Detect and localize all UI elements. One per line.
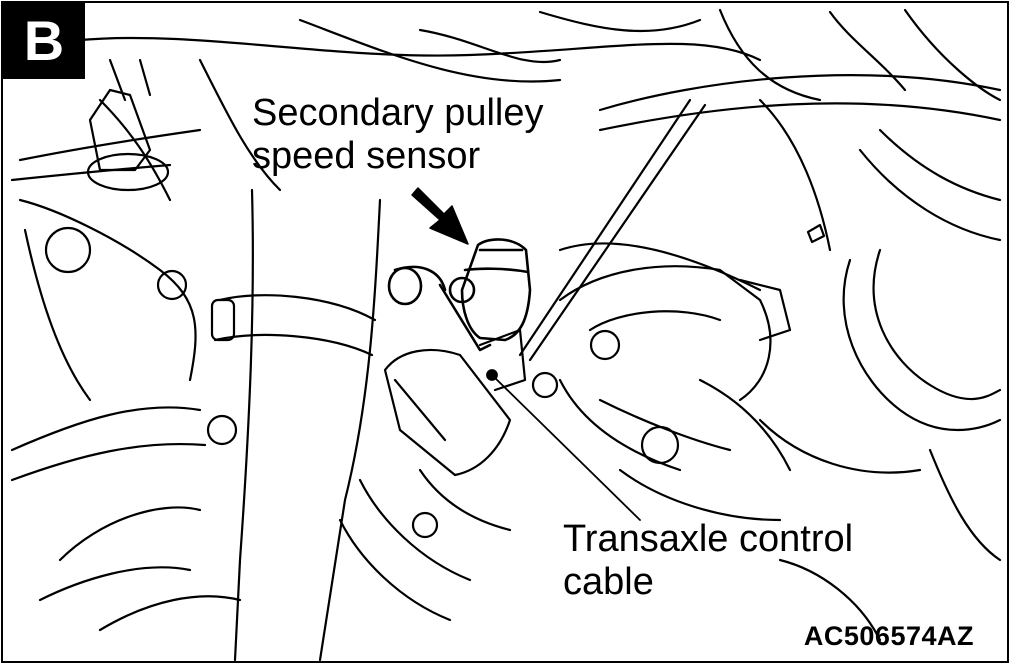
sensor-arrow <box>411 187 469 245</box>
sensor-body <box>387 238 532 352</box>
cable-bracket <box>338 328 527 622</box>
background-contours <box>10 8 1002 252</box>
figure-code: AC506574AZ <box>803 621 974 651</box>
left-pipe <box>10 406 242 632</box>
vertical-hose <box>210 188 382 662</box>
control-cable <box>518 98 762 362</box>
transaxle-housing <box>531 265 792 522</box>
cable-leader <box>486 369 641 521</box>
callout-transaxle-control-cable: Transaxle control cable <box>563 518 853 604</box>
callout-secondary-pulley-speed-sensor: Secondary pulley speed sensor <box>252 92 544 178</box>
callout-sensor-line2: speed sensor <box>252 135 481 177</box>
callout-cable-line2: cable <box>563 561 654 603</box>
callout-cable-line1: Transaxle control <box>563 518 854 560</box>
panel-label: B <box>3 3 85 79</box>
callout-sensor-line1: Secondary pulley <box>252 92 544 134</box>
left-fittings <box>18 58 197 402</box>
right-hose <box>758 223 1002 642</box>
